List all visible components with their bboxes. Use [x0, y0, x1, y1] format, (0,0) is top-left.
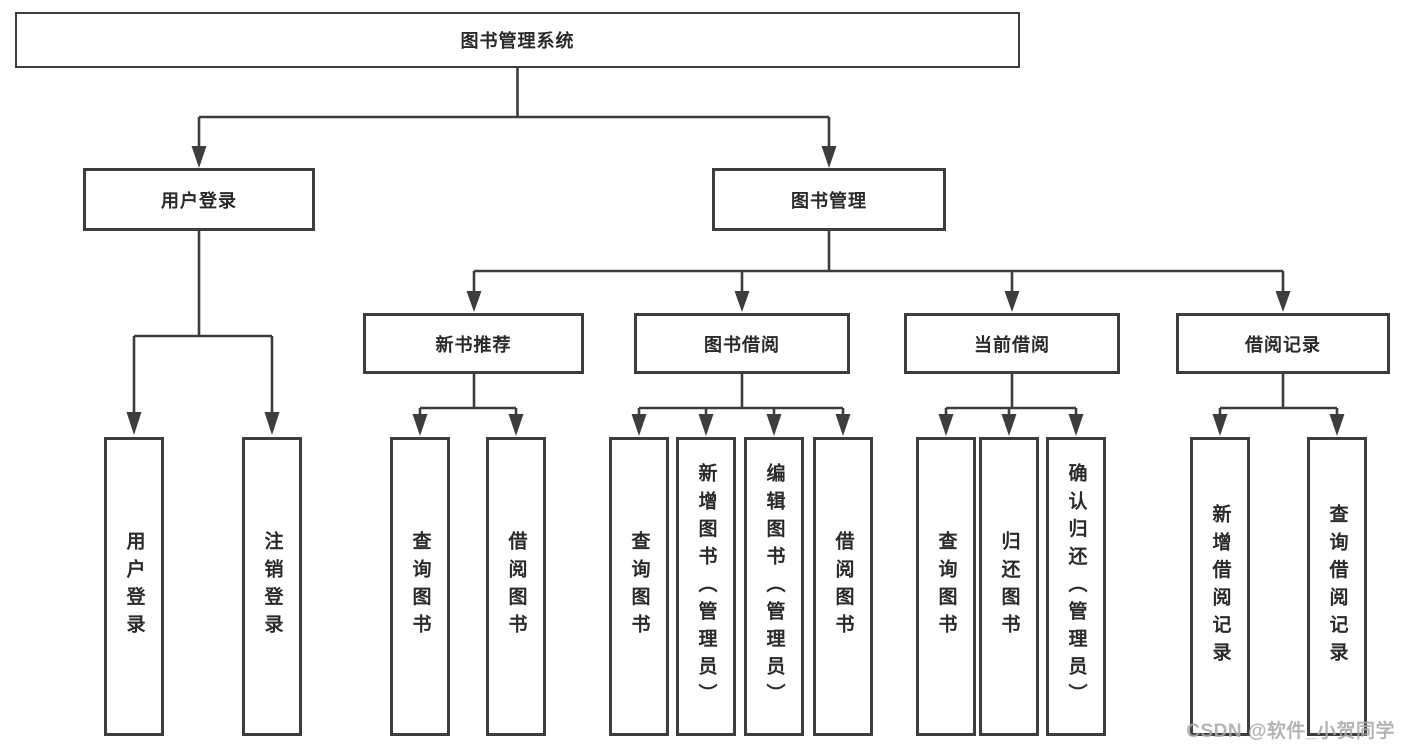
leaf-add-books-admin: 新增图书（管理员） [676, 437, 736, 736]
node-label: 编辑图书（管理员） [763, 462, 785, 711]
node-label: 图书借阅 [704, 334, 780, 355]
arrowhead-icon [835, 414, 851, 436]
node-label: 新增借阅记录 [1209, 503, 1231, 670]
node-label: 新增图书（管理员） [695, 462, 717, 711]
node-book-borrow: 图书借阅 [634, 313, 850, 374]
leaf-query-borrow-record: 查询借阅记录 [1307, 437, 1367, 736]
node-label: 注销登录 [261, 531, 283, 642]
connector-current-borrow-group [944, 374, 1078, 416]
arrowhead-icon [631, 414, 647, 436]
connector-book-borrow-group [637, 374, 845, 416]
node-label: 确认归还（管理员） [1065, 462, 1087, 711]
leaf-add-borrow-record: 新增借阅记录 [1190, 437, 1250, 736]
arrowhead-icon [191, 146, 207, 168]
arrowhead-icon [508, 414, 524, 436]
node-label: 用户登录 [161, 190, 237, 211]
node-label: 当前借阅 [974, 334, 1050, 355]
connector-user-login-group [132, 231, 274, 414]
connector-book-mgmt-to-level3 [472, 231, 1285, 293]
node-label: 归还图书 [998, 531, 1020, 642]
leaf-logout: 注销登录 [242, 437, 302, 736]
node-label: 用户登录 [123, 531, 145, 642]
node-label: 图书管理 [791, 190, 867, 211]
arrowhead-icon [412, 414, 428, 436]
node-label: 新书推荐 [435, 334, 512, 355]
arrowhead-icon [264, 412, 280, 435]
node-new-book-recommend: 新书推荐 [363, 313, 584, 374]
leaf-confirm-return-admin: 确认归还（管理员） [1046, 437, 1106, 736]
arrowhead-icon [126, 412, 142, 435]
node-label: 借阅记录 [1245, 334, 1321, 355]
csdn-watermark: CSDN @软件_小贺同学 [1186, 721, 1395, 742]
node-label: 图书管理系统 [460, 31, 575, 51]
leaf-return-books: 归还图书 [979, 437, 1039, 736]
node-label: 查询图书 [628, 531, 650, 642]
leaf-user-login: 用户登录 [104, 437, 164, 736]
leaf-query-books-recommend: 查询图书 [390, 437, 450, 736]
node-label: 查询图书 [935, 531, 957, 642]
leaf-edit-books-admin: 编辑图书（管理员） [744, 437, 804, 736]
node-label: 查询图书 [409, 531, 431, 642]
arrowhead-icon [938, 414, 954, 436]
node-label: 查询借阅记录 [1326, 503, 1348, 670]
node-label: 借阅图书 [832, 531, 854, 642]
leaf-borrow-books-recommend: 借阅图书 [486, 437, 546, 736]
arrowhead-icon [766, 414, 782, 436]
node-current-borrow: 当前借阅 [904, 313, 1120, 374]
leaf-borrow-books: 借阅图书 [813, 437, 873, 736]
arrowhead-icon [734, 291, 750, 312]
connector-borrow-record-group [1218, 374, 1339, 416]
arrowhead-icon [1004, 291, 1020, 312]
connector-new-book-group [418, 374, 518, 416]
leaf-query-books-borrow: 查询图书 [609, 437, 669, 736]
arrowhead-icon [466, 291, 482, 312]
arrowhead-icon [1212, 414, 1228, 436]
arrowhead-icon [1329, 414, 1345, 436]
arrowhead-icon [1068, 414, 1084, 436]
connector-root-to-level2 [197, 68, 831, 150]
node-user-login: 用户登录 [83, 168, 315, 231]
arrowhead-icon [821, 146, 837, 168]
leaf-query-books-current: 查询图书 [916, 437, 976, 736]
arrowhead-icon [1001, 414, 1017, 436]
node-book-management: 图书管理 [712, 168, 946, 231]
node-library-system: 图书管理系统 [15, 12, 1020, 68]
node-borrow-records: 借阅记录 [1176, 313, 1390, 374]
node-label: 借阅图书 [505, 531, 527, 642]
arrowhead-icon [1275, 291, 1291, 312]
arrowhead-icon [698, 414, 714, 436]
